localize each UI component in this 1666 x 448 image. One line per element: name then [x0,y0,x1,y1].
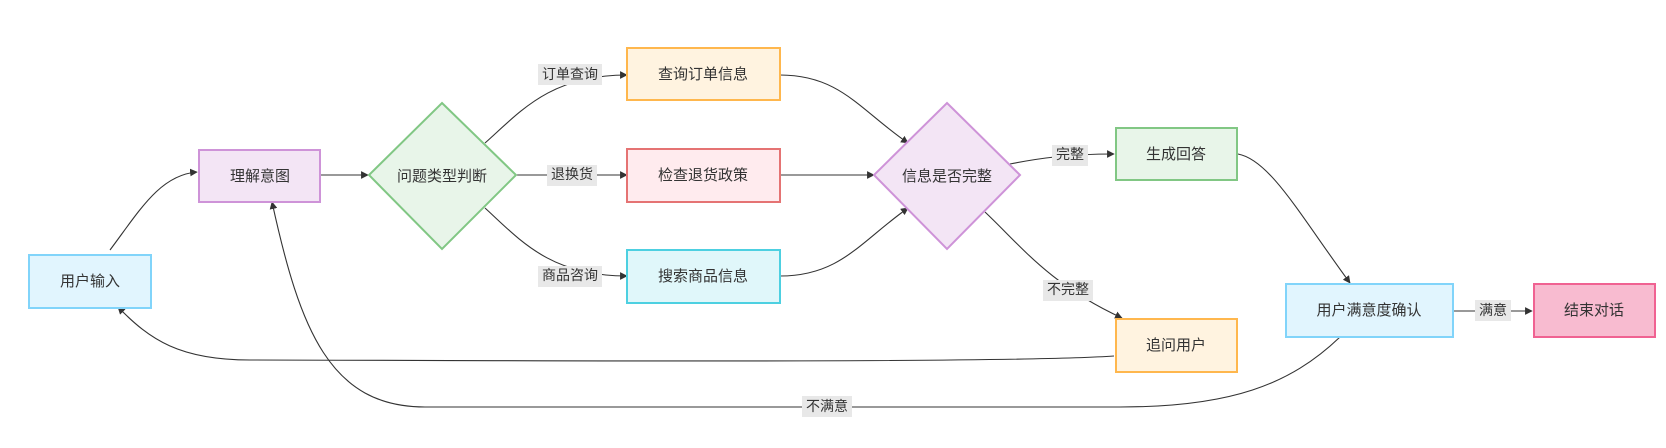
node-search-product-label: 搜索商品信息 [658,267,748,285]
node-search-product-shape [626,249,781,304]
node-generate-answer-shape [1115,127,1238,181]
nodes: 用户输入 理解意图 问题类型判断 查询订单信息 检查退货政策 搜索商品信息 信息… [28,47,1656,373]
edge-label-order-query: 订单查询 [542,67,598,83]
edge-label-incomplete: 不完整 [1047,282,1089,298]
node-check-return-policy-shape [626,148,781,203]
node-search-product: 搜索商品信息 [626,249,781,304]
node-user-input: 用户输入 [28,254,152,309]
node-end-dialog-label: 结束对话 [1564,301,1624,319]
edges [109,71,1533,408]
node-question-type: 问题类型判断 [367,101,518,251]
node-info-complete-shape [872,101,1022,251]
node-info-complete: 信息是否完整 [872,101,1022,251]
edge-type-to-query-order [484,71,628,144]
node-query-order-label: 查询订单信息 [658,65,748,83]
node-satisfaction-confirm-shape [1285,283,1454,338]
edge-query-order-to-info [779,74,909,144]
edge-labels: 订单查询 退换货 商品咨询 完整 不完整 满意 不满意 [538,64,1511,417]
edge-unsatisfied-to-understand [269,201,1341,408]
edge-type-to-search-product [484,207,628,280]
edge-label-satisfied: 满意 [1479,302,1507,319]
node-end-dialog: 结束对话 [1533,283,1656,338]
node-question-type-label: 问题类型判断 [397,167,487,185]
edge-info-to-ask-user [984,211,1123,319]
node-check-return-policy: 检查退货政策 [626,148,781,203]
edge-label-product-consult: 商品咨询 [542,268,598,284]
node-satisfaction-confirm-label: 用户满意度确认 [1316,301,1421,319]
node-end-dialog-shape [1533,283,1656,338]
edge-search-product-to-info [779,207,909,277]
node-satisfaction-confirm: 用户满意度确认 [1285,283,1454,338]
node-query-order: 查询订单信息 [626,47,781,101]
node-understand-intent-label: 理解意图 [230,167,290,185]
node-ask-user-shape [1115,318,1238,373]
node-check-return-policy-label: 检查退货政策 [658,166,748,184]
node-generate-answer-label: 生成回答 [1146,145,1206,163]
edge-label-unsatisfied: 不满意 [806,398,848,415]
edge-generate-to-satisfaction [1237,153,1351,284]
node-user-input-shape [28,254,152,309]
node-ask-user-label: 追问用户 [1146,336,1206,354]
node-ask-user: 追问用户 [1115,318,1238,373]
node-query-order-shape [626,47,781,101]
edge-label-complete: 完整 [1056,147,1084,163]
node-understand-intent: 理解意图 [198,149,321,203]
node-info-complete-label: 信息是否完整 [902,167,992,185]
node-question-type-shape [367,101,518,251]
node-generate-answer: 生成回答 [1115,127,1238,181]
node-user-input-label: 用户输入 [60,272,120,290]
node-understand-intent-shape [198,149,321,203]
edge-user-input-to-understand [109,168,198,251]
edge-ask-user-to-user-input [117,306,1115,362]
edge-label-return-exchange: 退换货 [551,166,593,183]
